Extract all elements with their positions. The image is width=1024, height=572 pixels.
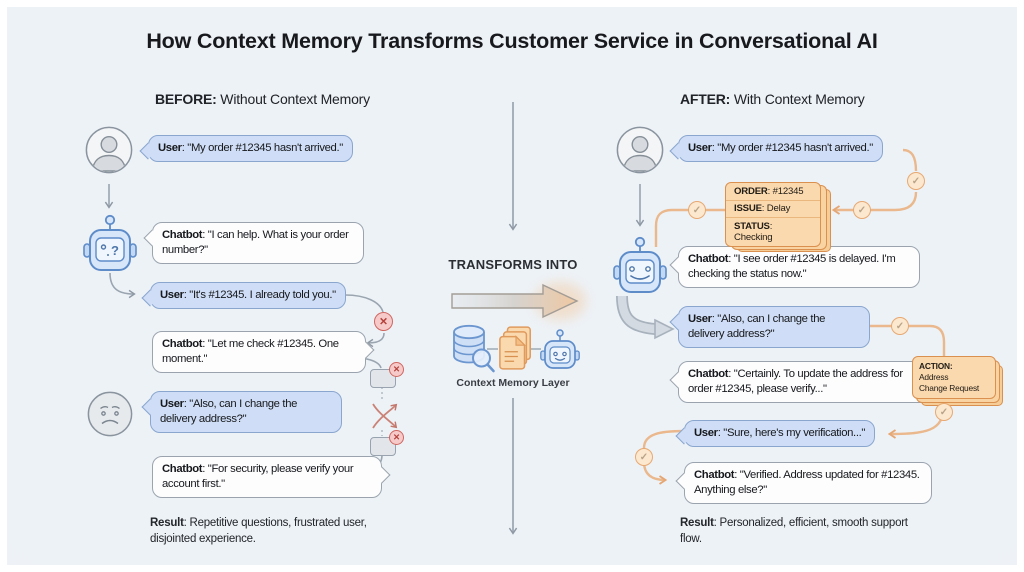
- user-message-bubble: User: "My order #12345 hasn't arrived.": [139, 135, 353, 163]
- robot-confused-icon: ?: [82, 214, 138, 277]
- action-line: Change Request: [919, 382, 980, 393]
- speaker-label: Chatbot: [694, 469, 735, 481]
- speaker-label: User: [688, 313, 712, 325]
- crossed-arrows-icon: [372, 403, 398, 429]
- chatbot-message-bubble: Chatbot: "For security, please verify yo…: [152, 456, 391, 499]
- user-avatar-icon: [616, 126, 664, 179]
- check-icon: ✓: [635, 448, 653, 466]
- message-text: : "Also, can I change the delivery addre…: [688, 313, 826, 341]
- speaker-label: User: [160, 398, 184, 410]
- message-text: : "For security, please verify your acco…: [162, 463, 354, 491]
- chatbot-message-bubble: Chatbot: "I can help. What is your order…: [143, 222, 364, 265]
- message-text: : "It's #12345. I already told you.": [183, 289, 336, 301]
- action-card: ACTION: Address Change Request: [912, 356, 996, 399]
- message-text: : "Also, can I change the delivery addre…: [160, 398, 298, 426]
- check-icon: ✓: [907, 172, 925, 190]
- transforms-label: TRANSFORMS INTO: [448, 257, 578, 272]
- memory-row: STATUS: Checking: [726, 217, 820, 246]
- svg-text:?: ?: [111, 243, 119, 258]
- documents-icon: [498, 324, 534, 377]
- check-icon: ✓: [688, 201, 706, 219]
- action-label: ACTION:: [919, 361, 953, 371]
- speaker-label: User: [688, 142, 712, 154]
- memory-card: ORDER: #12345 ISSUE: Delay STATUS: Check…: [725, 182, 821, 247]
- message-text: : "I can help. What is your order number…: [162, 229, 349, 257]
- check-icon: ✓: [853, 201, 871, 219]
- before-header: BEFORE: Without Context Memory: [155, 91, 370, 107]
- error-badge-icon: ✕: [389, 430, 404, 445]
- page-title: How Context Memory Transforms Customer S…: [146, 29, 878, 53]
- result-text: : Personalized, efficient, smooth suppor…: [680, 517, 908, 545]
- chatbot-message-bubble: Chatbot: "Certainly. To update the addre…: [669, 361, 932, 404]
- speaker-label: User: [158, 142, 182, 154]
- user-message-bubble: User: "Also, can I change the delivery a…: [141, 391, 342, 434]
- error-badge-icon: ✕: [389, 362, 404, 377]
- user-message-bubble: User: "My order #12345 hasn't arrived.": [669, 135, 883, 163]
- memory-flow-line: [850, 324, 946, 356]
- action-line: Address: [919, 371, 949, 382]
- message-text: : "I see order #12345 is delayed. I'm ch…: [688, 253, 896, 281]
- chatbot-message-bubble: Chatbot: "Let me check #12345. One momen…: [152, 331, 375, 374]
- before-result: Result: Repetitive questions, frustrated…: [150, 516, 402, 548]
- message-text: : "Sure, here's my verification...": [717, 427, 866, 439]
- chatbot-message-bubble: Chatbot: "Verified. Address updated for …: [675, 462, 932, 505]
- message-text: : "Verified. Address updated for #12345.…: [694, 469, 920, 497]
- database-search-icon: [450, 323, 496, 380]
- memory-flow-line: [902, 148, 918, 172]
- after-subtitle: With Context Memory: [730, 91, 865, 107]
- after-header: AFTER: With Context Memory: [680, 91, 865, 107]
- result-label: Result: [150, 517, 184, 529]
- robot-icon: [540, 329, 580, 376]
- message-text: : "My order #12345 hasn't arrived.": [711, 142, 874, 154]
- context-memory-layer-label: Context Memory Layer: [456, 377, 570, 389]
- error-icon: ✕: [374, 312, 393, 331]
- flow-line: [109, 272, 136, 299]
- after-label: AFTER:: [680, 91, 731, 107]
- check-icon: ✓: [935, 403, 953, 421]
- message-text: : "Certainly. To update the address for …: [688, 368, 903, 396]
- speaker-label: User: [694, 427, 718, 439]
- message-text: : "My order #12345 hasn't arrived.": [181, 142, 344, 154]
- before-label: BEFORE:: [155, 91, 217, 107]
- speaker-label: Chatbot: [162, 229, 203, 241]
- memory-row: ORDER: #12345: [734, 185, 804, 197]
- after-result: Result: Personalized, efficient, smooth …: [680, 516, 910, 548]
- check-icon: ✓: [891, 317, 909, 335]
- robot-happy-icon: [612, 236, 668, 299]
- before-subtitle: Without Context Memory: [216, 91, 370, 107]
- result-text: : Repetitive questions, frustrated user,…: [150, 517, 367, 545]
- flow-line: [366, 332, 385, 348]
- speaker-label: User: [160, 289, 184, 301]
- speaker-label: Chatbot: [162, 463, 203, 475]
- user-message-bubble: User: "Sure, here's my verification...": [675, 420, 876, 448]
- speaker-label: Chatbot: [688, 368, 729, 380]
- user-avatar-icon: [85, 126, 133, 179]
- result-label: Result: [680, 517, 714, 529]
- memory-flow-line: [654, 208, 725, 247]
- thick-curved-arrow: [616, 295, 675, 340]
- speaker-label: Chatbot: [688, 253, 729, 265]
- memory-row: ISSUE: Delay: [726, 199, 820, 218]
- chatbot-message-bubble: Chatbot: "I see order #12345 is delayed.…: [669, 246, 920, 289]
- user-message-bubble: User: "It's #12345. I already told you.": [141, 282, 346, 310]
- transform-arrow: [451, 283, 579, 319]
- message-text: : "Let me check #12345. One moment.": [162, 338, 339, 366]
- flow-line: [344, 294, 384, 313]
- frustrated-face-icon: [87, 391, 133, 442]
- memory-flow-line: [831, 191, 918, 215]
- speaker-label: Chatbot: [162, 338, 203, 350]
- user-message-bubble: User: "Also, can I change the delivery a…: [669, 306, 870, 349]
